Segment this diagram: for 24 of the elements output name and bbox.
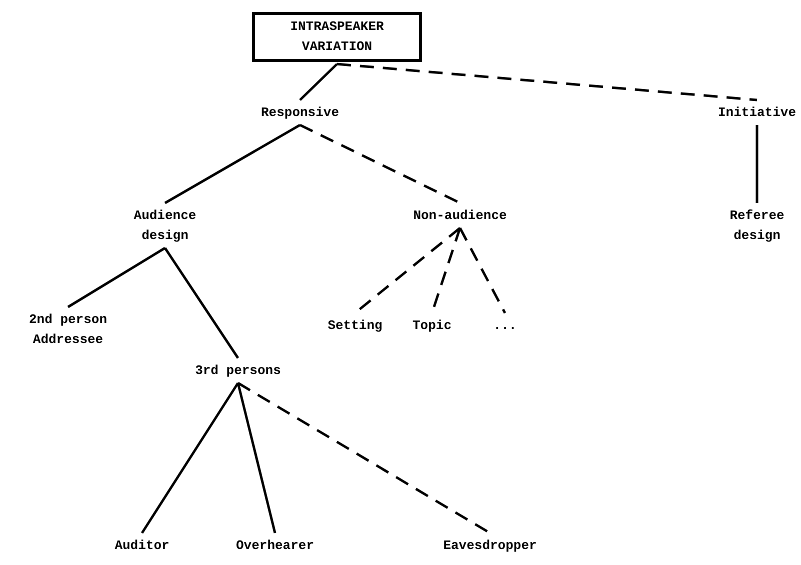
node-label: Initiative (707, 103, 801, 123)
connector-line (164, 124, 301, 204)
node-label: Topic (402, 316, 462, 336)
node-label: Auditor (102, 536, 182, 556)
connector-line (67, 246, 166, 308)
connector-line (237, 382, 491, 534)
connector-line (164, 247, 240, 359)
title-box: INTRASPEAKER VARIATION (252, 12, 422, 62)
connector-line (756, 125, 758, 203)
node-label: Setting (315, 316, 395, 336)
node-label: 3rd persons (193, 361, 283, 381)
node-label: ... (485, 316, 525, 336)
connector-line (299, 63, 338, 101)
node-label: Referee design (712, 206, 801, 246)
connector-line (236, 382, 276, 534)
node-label: Non-audience (400, 206, 520, 226)
connector-line (336, 62, 758, 102)
node-label: 2nd person Addressee (8, 310, 128, 350)
connector-line (458, 227, 506, 314)
node-label: Responsive (240, 103, 360, 123)
node-label: Eavesdropper (430, 536, 550, 556)
node-label: Audience design (115, 206, 215, 246)
connector-line (140, 382, 240, 534)
node-label: Overhearer (220, 536, 330, 556)
